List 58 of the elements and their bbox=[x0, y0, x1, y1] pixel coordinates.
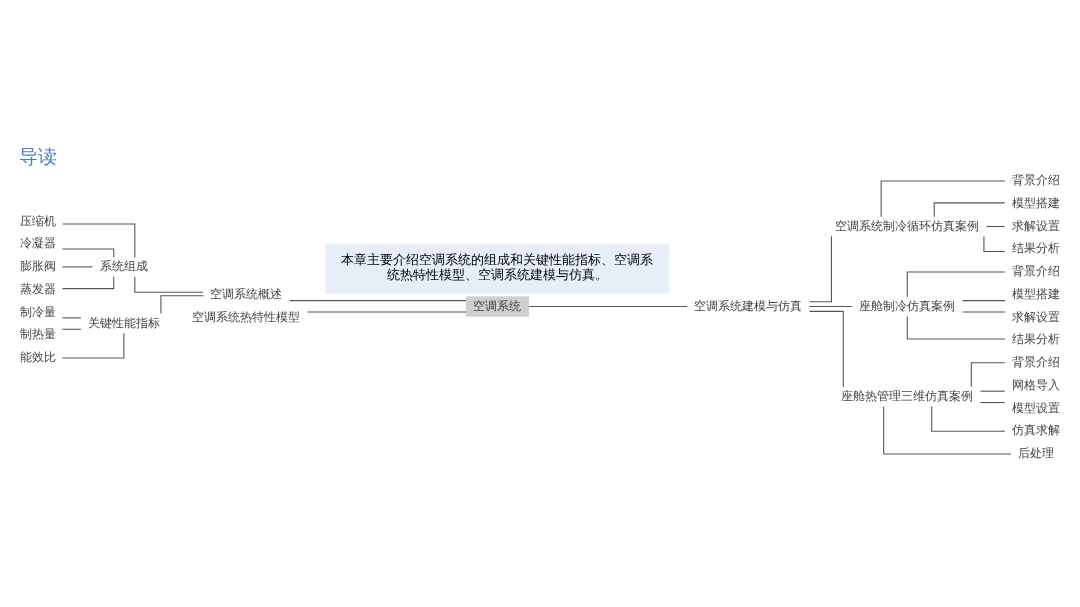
connector bbox=[306, 310, 467, 313]
node-text: 网格导入 bbox=[1012, 377, 1061, 392]
connector bbox=[906, 315, 1006, 339]
connector bbox=[61, 316, 82, 318]
node-text: 压缩机 bbox=[19, 213, 56, 228]
diagram-title: 导读 bbox=[18, 145, 57, 167]
node-text: 关键性能指标 bbox=[87, 314, 160, 329]
node-text: 仿真求解 bbox=[1012, 422, 1061, 437]
node-text: 制冷量 bbox=[19, 304, 56, 319]
connector bbox=[962, 299, 1006, 301]
connector bbox=[809, 305, 853, 307]
node-text: 能效比 bbox=[19, 349, 56, 364]
connector bbox=[62, 222, 136, 258]
node-text: 空调系统概述 bbox=[210, 286, 283, 301]
node-text: 背景介绍 bbox=[1012, 354, 1061, 369]
node-text: 模型设置 bbox=[1012, 400, 1061, 415]
node-box: 空调系统 bbox=[465, 295, 530, 317]
connector bbox=[979, 390, 1006, 392]
connector bbox=[61, 275, 115, 289]
node-text: 背景介绍 bbox=[1012, 263, 1061, 278]
node-text: 座舱热管理三维仿真案例 bbox=[841, 388, 974, 403]
node-text: 结果分析 bbox=[1012, 331, 1061, 346]
connector bbox=[61, 265, 94, 267]
connector bbox=[986, 225, 1006, 227]
node-text: 膨胀阀 bbox=[19, 258, 56, 273]
connector bbox=[809, 235, 832, 302]
node-text: 模型搭建 bbox=[1012, 195, 1061, 210]
connector bbox=[883, 405, 1012, 454]
connector bbox=[809, 310, 844, 387]
node-text: 后处理 bbox=[1018, 445, 1055, 460]
connector bbox=[289, 299, 467, 301]
connector bbox=[160, 294, 204, 314]
node-text: 背景介绍 bbox=[1012, 172, 1061, 187]
connector bbox=[931, 405, 1006, 432]
connector bbox=[61, 328, 82, 330]
connector bbox=[61, 248, 115, 258]
node-text: 空调系统建模与仿真 bbox=[694, 298, 803, 313]
connector bbox=[962, 310, 1006, 313]
connector bbox=[61, 332, 125, 359]
connector bbox=[983, 235, 1006, 252]
node-text: 空调系统制冷循环仿真案例 bbox=[835, 218, 980, 233]
connector bbox=[970, 361, 1006, 387]
connector bbox=[979, 401, 1006, 403]
node-text: 模型搭建 bbox=[1012, 286, 1061, 301]
connector bbox=[528, 305, 688, 307]
label: 本章主要介绍空调系统的组成和关键性能指标、空调系统热特性模型、空调系统建模与仿真。 bbox=[341, 250, 654, 282]
node-text: 系统组成 bbox=[99, 258, 148, 273]
node-text: 空调系统热特性模型 bbox=[192, 309, 301, 324]
node-text: 冷凝器 bbox=[19, 235, 56, 250]
connector bbox=[134, 275, 204, 293]
node-text: 蒸发器 bbox=[19, 281, 56, 296]
node-text: 制热量 bbox=[19, 326, 56, 341]
node-text: 求解设置 bbox=[1012, 309, 1061, 324]
connector bbox=[880, 179, 1006, 217]
node-text: 结果分析 bbox=[1012, 240, 1061, 255]
connector bbox=[906, 270, 1006, 297]
node-text: 座舱制冷仿真案例 bbox=[859, 298, 956, 313]
node-text: 求解设置 bbox=[1012, 218, 1061, 233]
